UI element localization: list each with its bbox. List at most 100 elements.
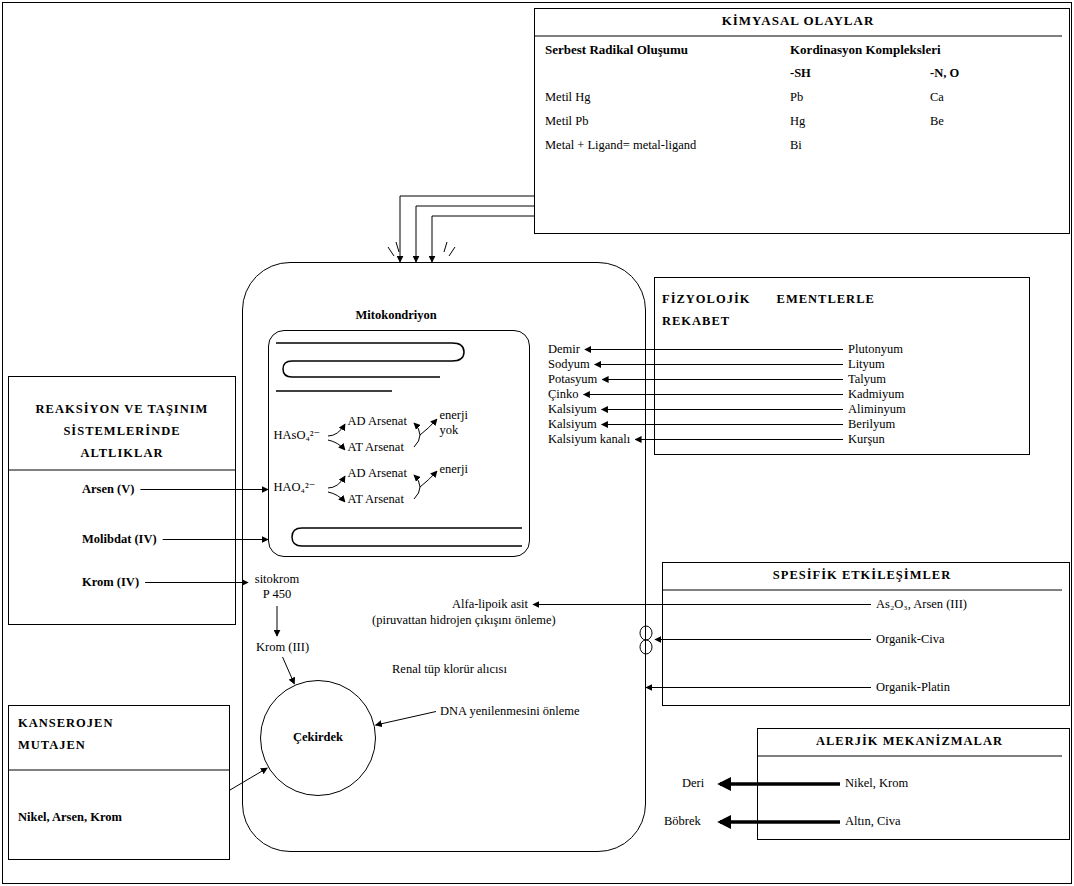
arrow-connector [635,439,843,440]
node-text: Çinko [548,387,579,402]
node-text: REAKSİYON VE TAŞINIM SİSTEMLERİNDE ALTLI… [26,398,218,464]
node-text: Renal tüp klorür alıcısı [392,662,507,677]
divider-line [757,756,1062,757]
arrow-connector [602,379,843,380]
node-text: sitokrom P 450 [252,572,302,602]
thick-arrow [720,820,840,824]
arrow-connector [416,206,534,262]
node-text: Krom (III) [256,640,309,655]
node-text: Kordinasyon Kompleksleri [790,42,941,58]
node-text: KİMYASAL OLAYLAR [534,13,1062,29]
thick-arrow [720,782,840,786]
node-text: AT Arsenat [348,492,404,507]
mitochondrion: MitokondriyonHAsO₄²⁻AD ArsenatAT Arsenat… [268,330,530,557]
nucleus-circle: Çekirdek [260,680,376,796]
arrow-connector [140,489,268,490]
node-text: Kadmiyum [848,387,904,402]
node-text: AT Arsenat [348,440,404,455]
ion-channel [640,626,652,640]
arrow-connector [585,349,843,350]
node-text: HAsO₄²⁻ [274,428,321,443]
reaction-arrow [414,475,420,499]
arrow-connector [230,768,267,790]
node-text: Mitokondriyon [356,308,437,323]
node-text: Arsen (V) [82,482,134,497]
node-text: FİZYOLOJİK EMENTLERLE REKABET [662,288,912,332]
node-text: Kurşun [848,432,885,447]
node-text: Be [930,114,944,129]
node-text: Demir [548,342,580,357]
node-text: Hg [790,114,805,129]
node-text: AD Arsenat [348,414,407,429]
arrow-connector [283,657,295,684]
info-box: SPESİFİK ETKİLEŞİMLERAs₂O₃, Arsen (III)O… [662,562,1070,706]
info-box: FİZYOLOJİK EMENTLERLE REKABET PlutonyumLi… [654,277,1030,455]
node-text: Nikel, Arsen, Krom [18,810,122,825]
node-text: SPESİFİK ETKİLEŞİMLER [662,568,1062,583]
mitochondrion-crista [276,343,464,391]
node-text: Aliminyum [848,402,906,417]
node-text: Ca [930,90,944,105]
divider-line [8,770,230,771]
mitochondrion-crista [292,528,522,546]
cell-outline: MitokondriyonHAsO₄²⁻ AD Arsenat AT Arsenat… [242,262,646,852]
node-text: Pb [790,90,803,105]
node-text: DNA yenilenmesini önleme [440,704,580,719]
info-box: ALERJİK MEKANİZMALAR Nikel, KromAltın, Ci… [757,728,1070,840]
node-text: Lityum [848,357,885,372]
node-text: Berilyum [848,417,895,432]
node-text: Kalsiyum [548,417,597,432]
node-text: Talyum [848,372,886,387]
node-text: Metal + Ligand= metal-ligand [545,138,696,153]
page-frame [3,3,1072,884]
node-text: Alfa-lipoik asit [452,597,528,612]
node-text: HAO₄²⁻ [274,480,316,495]
node-text: enerji yok [440,408,468,438]
reaction-arrow [328,492,345,502]
info-box: KANSEROJEN MUTAJEN Nikel, Arsen, Krom [8,705,230,860]
reaction-arrow [414,423,420,447]
node-text: Organik-Platin [876,680,950,695]
arrow-connector [595,364,843,365]
divider-line [8,470,236,471]
ion-channel [640,640,652,654]
node-text: Kalsiyum [548,402,597,417]
node-text: Plutonyum [848,342,903,357]
arrow-connector [432,216,534,262]
arrow-connector [584,394,843,395]
arrow-connector [602,409,843,410]
node-text: Metil Hg [545,90,590,105]
node-text: -SH [790,66,811,81]
arrow-connector [163,539,268,540]
arrow-connector [655,639,871,640]
arrow-connector [602,424,843,425]
organ-label: Deri [682,776,704,791]
node-text: Çekirdek [260,730,376,745]
arrow-connector [400,196,534,262]
entry-burst [388,242,455,256]
node-text: Nikel, Krom [845,776,908,791]
divider-line [662,590,1062,591]
conversion-arrow [277,606,278,636]
node-text: AD Arsenat [348,466,407,481]
organ-label: Böbrek [664,814,701,829]
node-text: KANSEROJEN MUTAJEN [18,712,138,756]
arrow-connector [376,712,436,726]
node-text: enerji [440,462,468,477]
reaction-arrow [328,440,345,450]
node-text: Krom (IV) [82,575,139,590]
reaction-arrow [328,476,345,488]
arrow-connector [145,582,248,583]
node-text: Sodyum [548,357,590,372]
node-text: ALERJİK MEKANİZMALAR [757,734,1062,749]
node-text: Organik-Civa [876,632,945,647]
node-text: Serbest Radikal Oluşumu [545,42,688,58]
divider-line [534,36,1062,37]
node-text: -N, O [930,66,959,81]
node-text: Metil Pb [545,114,588,129]
node-text: Altın, Civa [845,814,901,829]
